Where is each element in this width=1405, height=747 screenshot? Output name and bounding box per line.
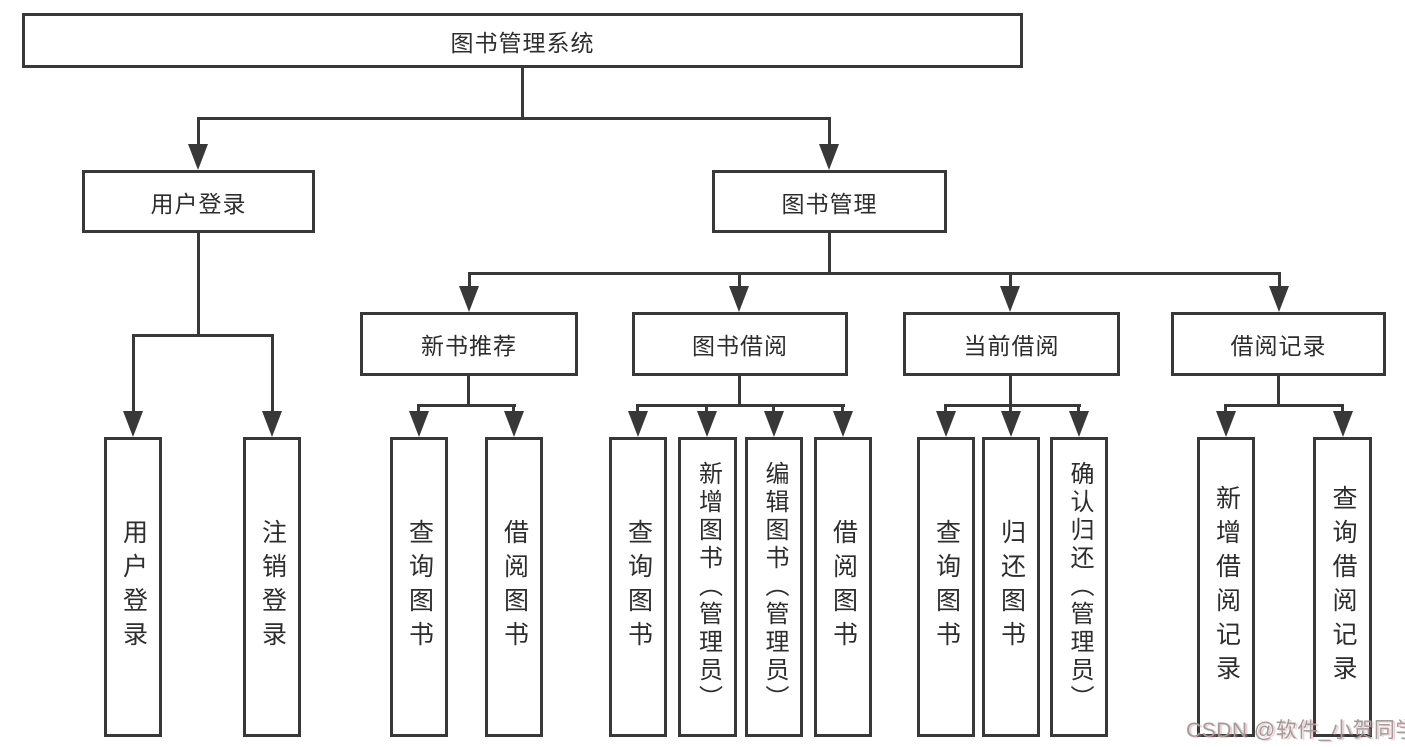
node-label: 查询图书 — [624, 519, 653, 655]
arrowhead-down-icon — [188, 144, 208, 170]
leaf-logout: 注销登录 — [243, 437, 301, 737]
connector-line — [1077, 404, 1080, 414]
leaf-borrow-book-recommend: 借阅图书 — [485, 437, 543, 737]
arrowhead-down-icon — [764, 411, 784, 437]
connector-line — [467, 376, 470, 407]
arrowhead-down-icon — [833, 411, 853, 437]
connector-line — [197, 233, 200, 337]
arrowhead-down-icon — [729, 286, 749, 312]
node-label: 用户登录 — [150, 190, 247, 217]
arrowhead-down-icon — [1269, 286, 1289, 312]
connector-line — [1278, 272, 1281, 288]
node-label: 图书管理系统 — [450, 29, 595, 56]
leaf-add-borrow-record: 新增借阅记录 — [1197, 437, 1255, 737]
node-label: 归还图书 — [997, 519, 1026, 655]
node-label: 借阅图书 — [500, 519, 529, 655]
leaf-query-book-recommend: 查询图书 — [390, 437, 448, 737]
connector-line — [1277, 376, 1280, 407]
node-label: 借阅图书 — [829, 519, 858, 655]
connector-line — [636, 404, 845, 407]
node-label: 查询图书 — [932, 519, 961, 655]
arrowhead-down-icon — [123, 411, 143, 437]
connector-line — [468, 272, 471, 288]
node-library-management-system: 图书管理系统 — [22, 13, 1023, 68]
arrowhead-down-icon — [697, 411, 717, 437]
connector-line — [944, 404, 947, 414]
node-label: 新书推荐 — [421, 333, 517, 359]
connector-line — [1009, 272, 1012, 288]
leaf-user-login: 用户登录 — [104, 437, 162, 737]
connector-line — [132, 334, 274, 337]
node-label: 新增图书（管理员） — [694, 461, 722, 713]
leaf-edit-book-admin: 编辑图书（管理员） — [745, 437, 803, 737]
arrowhead-down-icon — [1069, 411, 1089, 437]
connector-line — [512, 404, 515, 414]
arrowhead-down-icon — [1333, 411, 1353, 437]
arrowhead-down-icon — [936, 411, 956, 437]
node-label: 用户登录 — [119, 519, 148, 655]
node-label: 注销登录 — [258, 519, 287, 655]
connector-line — [1009, 376, 1012, 407]
node-label: 编辑图书（管理员） — [761, 461, 788, 713]
connector-line — [417, 404, 420, 414]
node-book-management: 图书管理 — [712, 170, 947, 233]
connector-line — [1009, 404, 1012, 414]
node-label: 确认归还（管理员） — [1066, 461, 1093, 713]
arrowhead-down-icon — [1000, 286, 1020, 312]
connector-line — [738, 272, 741, 288]
connector-line — [468, 272, 1281, 275]
leaf-query-borrow-record: 查询借阅记录 — [1313, 437, 1372, 737]
node-label: 查询图书 — [405, 519, 434, 655]
connector-line — [197, 117, 200, 146]
leaf-return-book: 归还图书 — [982, 437, 1040, 737]
node-label: 图书借阅 — [692, 333, 788, 359]
leaf-confirm-return-admin: 确认归还（管理员） — [1050, 437, 1108, 737]
arrowhead-down-icon — [628, 411, 648, 437]
connector-line — [1341, 404, 1344, 414]
node-label: 新增借阅记录 — [1212, 485, 1241, 689]
connector-line — [1224, 404, 1344, 407]
node-label: 查询借阅记录 — [1329, 485, 1357, 689]
connector-line — [828, 233, 831, 275]
leaf-borrow-book: 借阅图书 — [814, 437, 872, 737]
node-user-login: 用户登录 — [82, 170, 315, 233]
connector-line — [841, 404, 844, 414]
arrowhead-down-icon — [819, 144, 839, 170]
arrowhead-down-icon — [262, 411, 282, 437]
node-label: 当前借阅 — [963, 333, 1060, 359]
arrowhead-down-icon — [1216, 411, 1236, 437]
csdn-watermark: CSDN @软件_小贺同学 — [1186, 719, 1405, 742]
node-current-borrow: 当前借阅 — [903, 312, 1120, 376]
connector-line — [772, 404, 775, 414]
connector-line — [636, 404, 639, 414]
node-borrow-record: 借阅记录 — [1171, 312, 1386, 376]
leaf-add-book-admin: 新增图书（管理员） — [678, 437, 737, 737]
connector-line — [1224, 404, 1227, 414]
node-label: 图书管理 — [781, 190, 878, 217]
connector-line — [828, 117, 831, 146]
connector-line — [417, 404, 516, 407]
connector-line — [521, 68, 524, 118]
leaf-query-book-current: 查询图书 — [917, 437, 975, 737]
leaf-query-book-borrow: 查询图书 — [609, 437, 667, 737]
arrowhead-down-icon — [459, 286, 479, 312]
arrowhead-down-icon — [409, 411, 429, 437]
connector-line — [738, 376, 741, 407]
node-book-borrow: 图书借阅 — [632, 312, 848, 376]
connector-line — [132, 334, 135, 413]
arrowhead-down-icon — [1001, 411, 1021, 437]
node-label: 借阅记录 — [1230, 333, 1327, 359]
connector-line — [705, 404, 708, 414]
arrowhead-down-icon — [504, 411, 524, 437]
node-new-book-recommend: 新书推荐 — [360, 312, 578, 376]
connector-line — [271, 334, 274, 413]
connector-line — [944, 404, 1081, 407]
connector-line — [197, 117, 831, 120]
